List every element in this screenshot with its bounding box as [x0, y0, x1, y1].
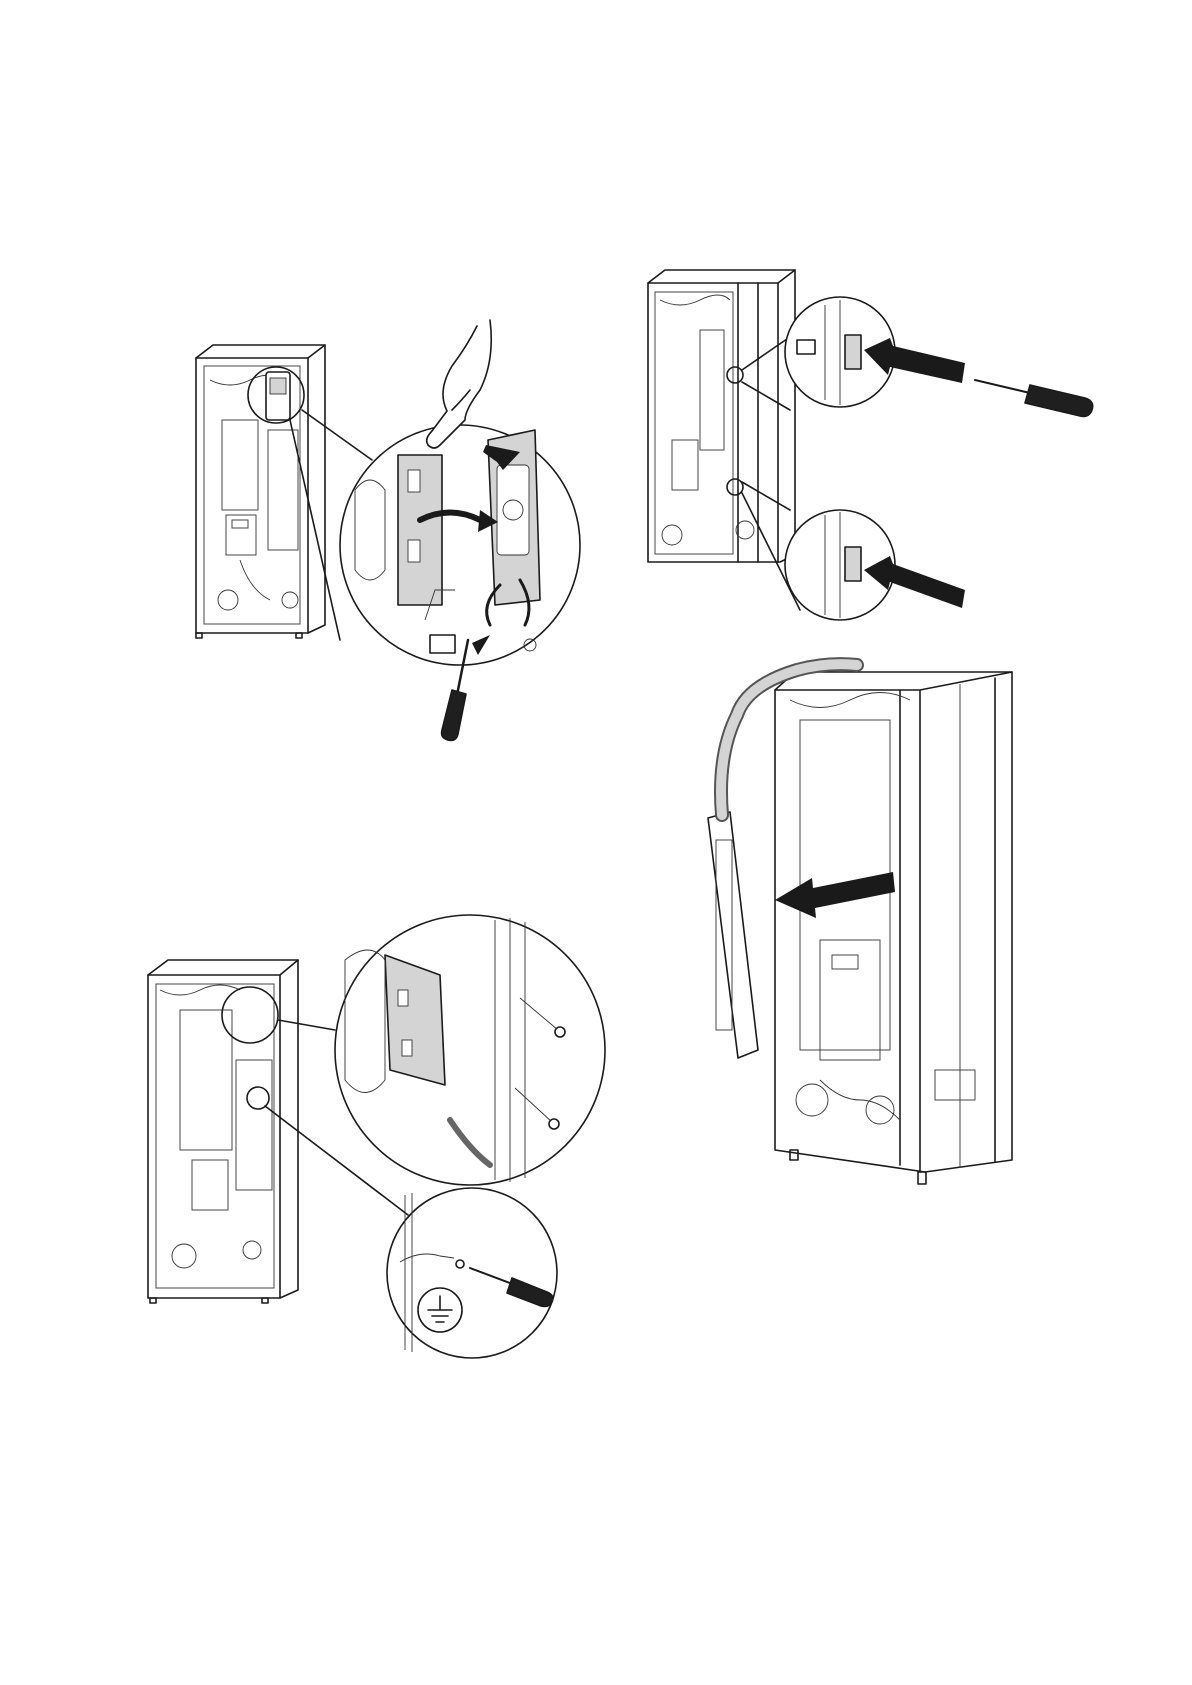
- ground-symbol-icon: [418, 1288, 462, 1332]
- figure-side-panel-release: [648, 270, 1093, 620]
- figure-bracket-ground: [148, 915, 605, 1358]
- figure-display-removal: [196, 320, 580, 740]
- detail-display-mount: [340, 425, 580, 665]
- detail-ground-screw: [387, 1188, 557, 1358]
- screwdriver-icon: [975, 380, 1093, 416]
- detail-bracket: [335, 915, 605, 1185]
- heat-pump-cabinet: [775, 672, 1012, 1184]
- figure-side-panel-pull: [708, 664, 1012, 1184]
- heat-pump-cabinet: [648, 270, 795, 562]
